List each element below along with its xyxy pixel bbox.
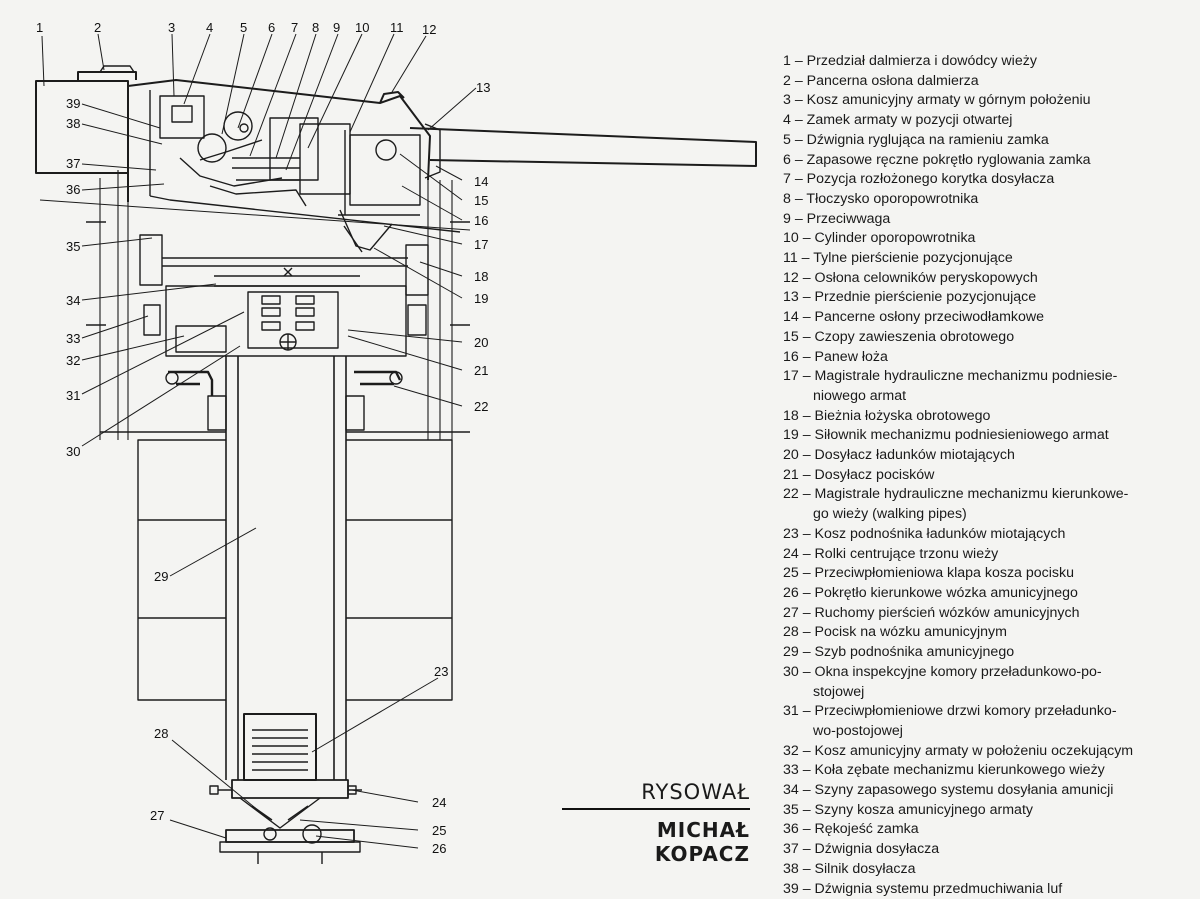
legend-item: 4 – Zamek armaty w pozycji otwartej bbox=[783, 112, 1013, 129]
legend-item: 21 – Dosyłacz pocisków bbox=[783, 466, 935, 483]
callout-number: 36 bbox=[66, 182, 80, 197]
callout-number: 11 bbox=[390, 20, 404, 35]
legend-item: 19 – Siłownik mechanizmu podniesienioweg… bbox=[783, 427, 1109, 444]
callout-number: 1 bbox=[36, 20, 43, 35]
legend-item: 1 – Przedział dalmierza i dowódcy wieży bbox=[783, 53, 1037, 69]
legend-item: 17 – Magistrale hydrauliczne mechanizmu … bbox=[783, 368, 1118, 385]
legend-item-continuation: niowego armat bbox=[813, 387, 907, 404]
callout-number: 33 bbox=[66, 331, 80, 346]
callout-number: 28 bbox=[154, 726, 168, 741]
legend-item: 32 – Kosz amunicyjny armaty w położeniu … bbox=[783, 742, 1134, 759]
legend-item: 38 – Silnik dosyłacza bbox=[783, 860, 916, 877]
legend-item: 31 – Przeciwpłomieniowe drzwi komory prz… bbox=[783, 703, 1117, 720]
legend-item: 26 – Pokrętło kierunkowe wózka amunicyjn… bbox=[783, 584, 1078, 601]
parts-legend: 1 – Przedział dalmierza i dowódcy wieży … bbox=[783, 52, 1183, 899]
legend-item: 28 – Pocisk na wózku amunicyjnym bbox=[783, 624, 1007, 641]
callout-number: 18 bbox=[474, 269, 488, 284]
callout-number: 25 bbox=[432, 823, 446, 838]
callout-number: 26 bbox=[432, 841, 446, 856]
callout-number: 2 bbox=[94, 20, 101, 35]
callout-number: 4 bbox=[206, 20, 213, 35]
legend-item: 14 – Pancerne osłony przeciwodłamkowe bbox=[783, 309, 1045, 326]
legend-item: 33 – Koła zębate mechanizmu kierunkowego… bbox=[783, 762, 1105, 779]
callout-number: 39 bbox=[66, 96, 80, 111]
callout-number: 9 bbox=[333, 20, 340, 35]
turret-housing bbox=[35, 65, 757, 619]
callout-number: 30 bbox=[66, 444, 80, 459]
legend-item: 16 – Panew łoża bbox=[783, 348, 888, 365]
legend-item: 10 – Cylinder oporopowrotnika bbox=[783, 230, 976, 247]
legend-item: 13 – Przednie pierścienie pozycjonujące bbox=[783, 289, 1037, 306]
callout-number: 24 bbox=[432, 795, 446, 810]
callout-number: 8 bbox=[312, 20, 319, 35]
legend-item: 23 – Kosz podnośnika ładunków miotającyc… bbox=[783, 525, 1066, 542]
credit-role: RYSOWAŁ bbox=[562, 780, 750, 810]
callout-number: 20 bbox=[474, 335, 488, 350]
legend-item: 7 – Pozycja rozłożonego korytka dosyłacz… bbox=[783, 171, 1055, 188]
legend-item: 35 – Szyny kosza amunicyjnego armaty bbox=[783, 801, 1033, 818]
legend-item: 15 – Czopy zawieszenia obrotowego bbox=[783, 328, 1015, 345]
legend-item: 36 – Rękojeść zamka bbox=[783, 821, 919, 838]
callout-number: 23 bbox=[434, 664, 448, 679]
legend-item: 27 – Ruchomy pierścień wózków amunicyjny… bbox=[783, 604, 1080, 621]
legend-item: 39 – Dźwignia systemu przedmuchiwania lu… bbox=[783, 880, 1063, 897]
drawing-credit: RYSOWAŁ MICHAŁ KOPACZ bbox=[562, 780, 750, 866]
legend-item: 20 – Dosyłacz ładunków miotających bbox=[783, 447, 1015, 464]
callout-number: 3 bbox=[168, 20, 175, 35]
callout-number: 7 bbox=[291, 20, 298, 35]
callout-number: 12 bbox=[422, 22, 436, 37]
legend-item-continuation: wo-postojowej bbox=[813, 722, 903, 739]
callout-number: 35 bbox=[66, 239, 80, 254]
callout-number: 27 bbox=[150, 808, 164, 823]
legend-item: 37 – Dźwignia dosyłacza bbox=[783, 841, 940, 858]
callout-number: 15 bbox=[474, 193, 488, 208]
callout-number: 34 bbox=[66, 293, 80, 308]
legend-item: 25 – Przeciwpłomieniowa klapa kosza poci… bbox=[783, 565, 1074, 582]
callout-number: 32 bbox=[66, 353, 80, 368]
legend-item: 2 – Pancerna osłona dalmierza bbox=[783, 72, 979, 89]
legend-item: 29 – Szyb podnośnika amunicyjnego bbox=[783, 644, 1015, 661]
legend-item: 9 – Przeciwwaga bbox=[783, 210, 891, 227]
turret-cross-section-drawing: 1 2 3 4 5 6 7 8 9 10 11 12 13 14 15 16 1… bbox=[35, 20, 757, 864]
callout-number: 16 bbox=[474, 213, 488, 228]
legend-item-continuation: stojowej bbox=[813, 683, 865, 700]
legend-item-continuation: go wieży (walking pipes) bbox=[813, 506, 967, 523]
hoist-shaft bbox=[137, 356, 453, 864]
legend-item: 6 – Zapasowe ręczne pokrętło ryglowania … bbox=[783, 151, 1091, 168]
callout-number: 29 bbox=[154, 569, 168, 584]
callout-numbers: 1 2 3 4 5 6 7 8 9 10 11 12 13 14 15 16 1… bbox=[36, 20, 490, 856]
callout-number: 22 bbox=[474, 399, 488, 414]
callout-number: 19 bbox=[474, 291, 488, 306]
callout-number: 6 bbox=[268, 20, 275, 35]
legend-item: 11 – Tylne pierścienie pozycjonujące bbox=[783, 250, 1013, 267]
legend-item: 22 – Magistrale hydrauliczne mechanizmu … bbox=[783, 486, 1129, 503]
legend-item: 5 – Dźwignia ryglująca na ramieniu zamka bbox=[783, 131, 1049, 148]
callout-number: 21 bbox=[474, 363, 488, 378]
legend-item: 30 – Okna inspekcyjne komory przeładunko… bbox=[783, 663, 1102, 680]
legend-item: 3 – Kosz amunicyjny armaty w górnym poło… bbox=[783, 92, 1091, 109]
callout-number: 10 bbox=[355, 20, 369, 35]
legend-item: 18 – Bieżnia łożyska obrotowego bbox=[783, 407, 991, 424]
callout-number: 14 bbox=[474, 174, 488, 189]
callout-number: 31 bbox=[66, 388, 80, 403]
callout-number: 38 bbox=[66, 116, 80, 131]
callout-number: 13 bbox=[476, 80, 490, 95]
callout-leader-lines bbox=[41, 33, 477, 849]
callout-number: 37 bbox=[66, 156, 80, 171]
callout-number: 5 bbox=[240, 20, 247, 35]
callout-number: 17 bbox=[474, 237, 488, 252]
legend-item: 24 – Rolki centrujące trzonu wieży bbox=[783, 545, 999, 562]
legend-item: 12 – Osłona celowników peryskopowych bbox=[783, 269, 1038, 286]
credit-author: MICHAŁ KOPACZ bbox=[654, 818, 750, 866]
legend-item: 34 – Szyny zapasowego systemu dosyłania … bbox=[783, 782, 1114, 799]
legend-item: 8 – Tłoczysko oporopowrotnika bbox=[783, 190, 979, 207]
